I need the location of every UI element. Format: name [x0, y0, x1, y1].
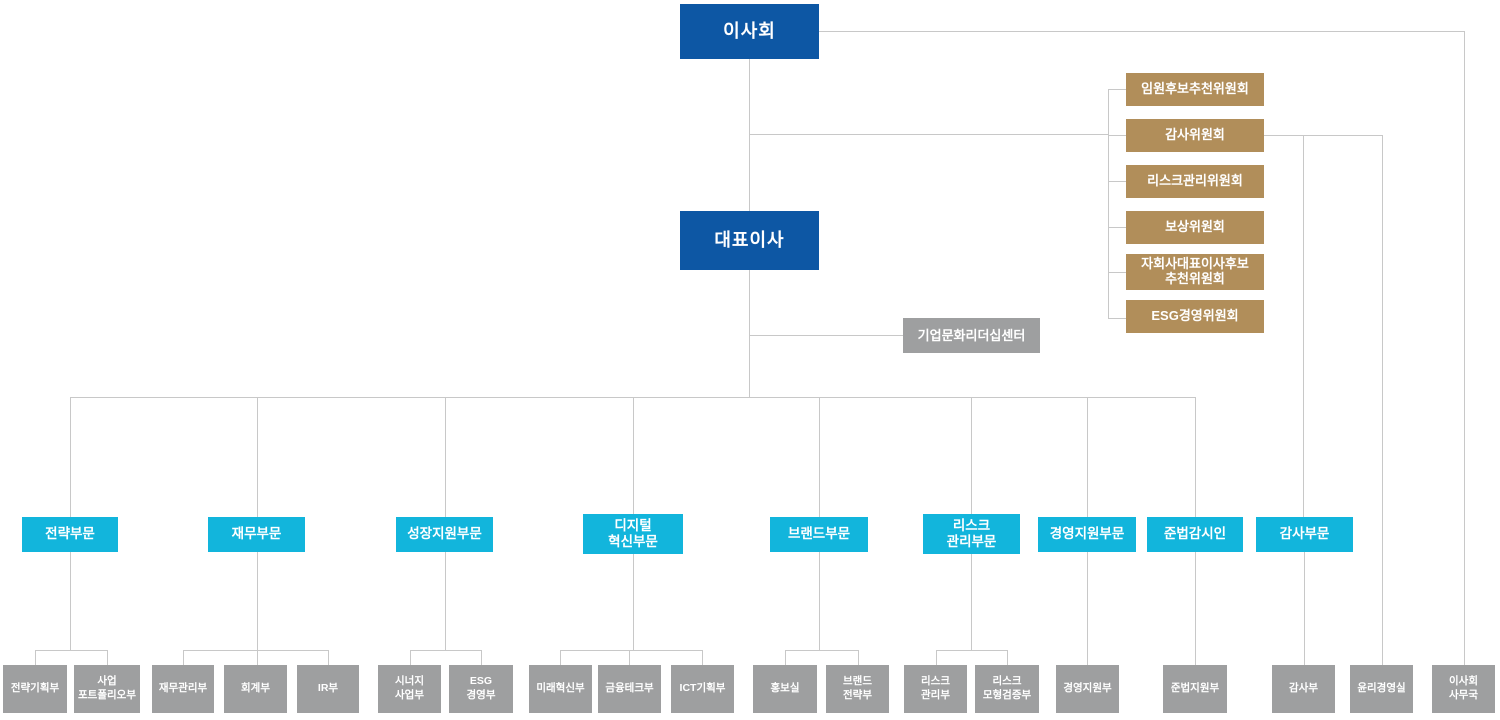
connector-line	[936, 650, 1007, 651]
connector-line	[819, 552, 820, 650]
connector-line	[1382, 135, 1383, 665]
connector-line	[936, 650, 937, 665]
division-box-management-support: 경영지원부문	[1038, 517, 1136, 552]
connector-line	[1108, 135, 1126, 136]
committee-box-subsidiary-ceo-nomination: 자회사대표이사후보 추천위원회	[1126, 254, 1264, 290]
connector-line	[560, 650, 702, 651]
connector-line	[445, 552, 446, 650]
connector-line	[1264, 135, 1382, 136]
connector-line	[1108, 89, 1109, 318]
connector-line	[35, 650, 107, 651]
division-box-strategy: 전략부문	[22, 517, 118, 552]
connector-line	[70, 397, 71, 517]
connector-line	[819, 31, 1464, 32]
connector-line	[1195, 552, 1196, 665]
connector-line	[410, 650, 411, 665]
committee-box-audit: 감사위원회	[1126, 119, 1264, 152]
division-box-audit: 감사부문	[1256, 517, 1353, 552]
connector-line	[257, 552, 258, 665]
connector-line	[1108, 89, 1126, 90]
department-box-fintech: 금융테크부	[598, 665, 661, 713]
connector-line	[785, 650, 858, 651]
connector-line	[1108, 272, 1126, 273]
connector-line	[328, 650, 329, 665]
division-box-finance: 재무부문	[208, 517, 305, 552]
ceo-box: 대표이사	[680, 211, 819, 270]
connector-line	[749, 59, 750, 211]
department-box-public-relations: 홍보실	[753, 665, 817, 713]
connector-line	[749, 270, 750, 397]
department-box-management-support: 경영지원부	[1056, 665, 1119, 713]
connector-line	[1108, 227, 1126, 228]
connector-line	[633, 397, 634, 514]
department-box-financial-management: 재무관리부	[152, 665, 214, 713]
division-box-risk-management: 리스크 관리부문	[923, 514, 1020, 554]
connector-line	[749, 134, 1108, 135]
committee-box-compensation: 보상위원회	[1126, 211, 1264, 244]
connector-line	[183, 650, 328, 651]
connector-line	[819, 397, 820, 517]
connector-line	[785, 650, 786, 665]
connector-line	[971, 397, 972, 514]
connector-line	[257, 397, 258, 517]
connector-line	[1087, 552, 1088, 665]
connector-line	[1087, 397, 1088, 517]
department-box-strategic-planning: 전략기획부	[3, 665, 67, 713]
connector-line	[35, 650, 36, 665]
committee-box-esg: ESG경영위원회	[1126, 300, 1264, 333]
connector-line	[70, 397, 1195, 398]
connector-line	[560, 650, 561, 665]
connector-line	[1108, 318, 1126, 319]
department-box-ir: IR부	[297, 665, 359, 713]
department-box-future-innovation: 미래혁신부	[529, 665, 592, 713]
department-box-synergy-business: 시너지 사업부	[378, 665, 441, 713]
committee-box-risk-management: 리스크관리위원회	[1126, 165, 1264, 198]
connector-line	[107, 650, 108, 665]
connector-line	[1464, 31, 1465, 665]
connector-line	[1303, 135, 1304, 517]
connector-line	[1007, 650, 1008, 665]
division-box-brand: 브랜드부문	[770, 517, 868, 552]
division-box-growth-support: 성장지원부문	[396, 517, 493, 552]
department-box-brand-strategy: 브랜드 전략부	[826, 665, 889, 713]
board-box: 이사회	[680, 4, 819, 59]
connector-line	[183, 650, 184, 665]
department-box-audit: 감사부	[1272, 665, 1335, 713]
department-box-business-portfolio: 사업 포트폴리오부	[74, 665, 140, 713]
connector-line	[702, 650, 703, 665]
committee-box-officer-nomination: 임원후보추천위원회	[1126, 73, 1264, 106]
department-box-compliance-support: 준법지원부	[1163, 665, 1227, 713]
connector-line	[410, 650, 481, 651]
department-box-accounting: 회계부	[224, 665, 287, 713]
division-box-digital-innovation: 디지털 혁신부문	[583, 514, 683, 554]
connector-line	[1304, 552, 1305, 665]
department-box-esg-management: ESG 경영부	[449, 665, 513, 713]
connector-line	[749, 335, 903, 336]
division-box-compliance-officer: 준법감시인	[1147, 517, 1243, 552]
connector-line	[1108, 181, 1126, 182]
connector-line	[629, 650, 630, 665]
department-box-ict-planning: ICT기획부	[671, 665, 734, 713]
connector-line	[858, 650, 859, 665]
department-box-risk-management: 리스크 관리부	[904, 665, 967, 713]
connector-line	[971, 554, 972, 650]
connector-line	[633, 554, 634, 650]
department-box-board-secretariat: 이사회 사무국	[1432, 665, 1495, 713]
connector-line	[445, 397, 446, 517]
connector-line	[70, 552, 71, 650]
connector-line	[481, 650, 482, 665]
department-box-ethics-management: 윤리경영실	[1350, 665, 1413, 713]
connector-line	[1195, 397, 1196, 517]
department-box-risk-model-validation: 리스크 모형검증부	[975, 665, 1039, 713]
staff-center-box: 기업문화리더십센터	[903, 318, 1040, 353]
